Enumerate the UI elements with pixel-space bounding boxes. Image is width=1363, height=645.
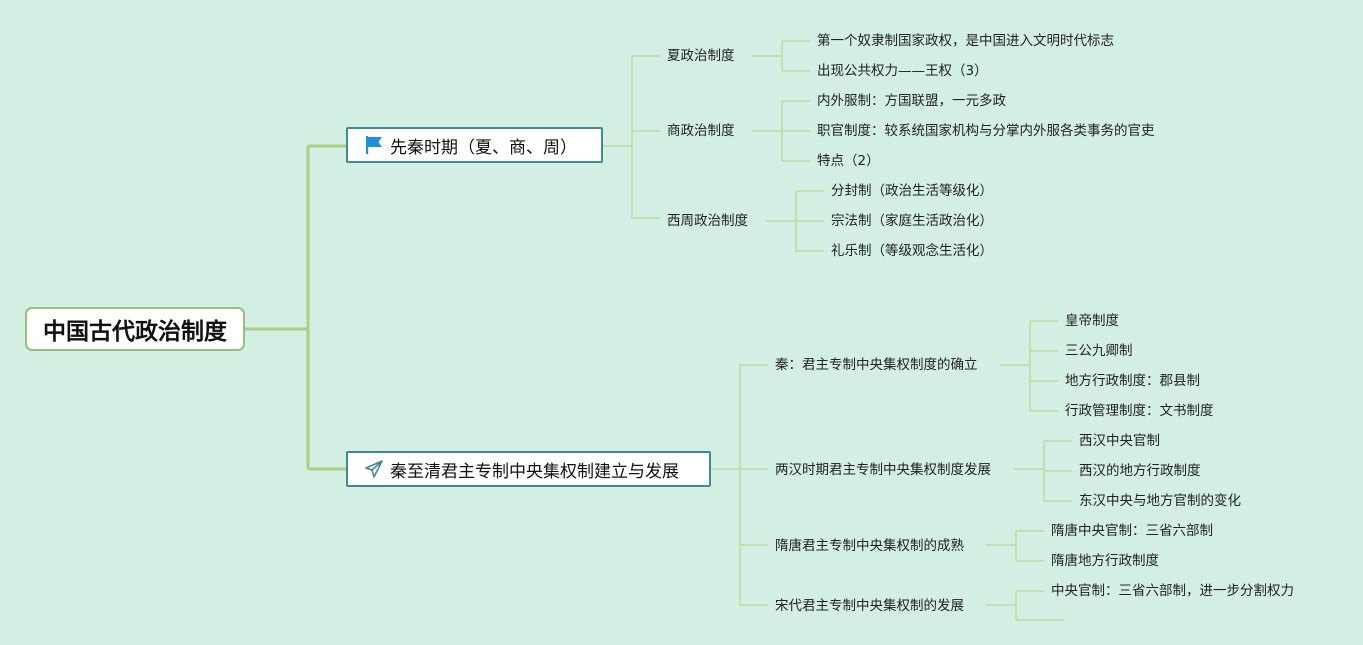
paper-plane-icon <box>365 460 383 478</box>
root-topic-label: 中国古代政治制度 <box>43 319 227 345</box>
leaf-shang-1[interactable]: 内外服制：方国联盟，一元多政 <box>817 93 1006 109</box>
topic-qinqing[interactable]: 秦至清君主专制中央集权制建立与发展 <box>346 451 711 487</box>
topic-xianqin-label: 先秦时期（夏、商、周） <box>390 137 577 158</box>
leaf-xizhou-3[interactable]: 礼乐制（等级观念生活化） <box>831 243 993 259</box>
leaf-lianghan-1[interactable]: 西汉中央官制 <box>1079 433 1160 449</box>
leaf-qin-4[interactable]: 行政管理制度：文书制度 <box>1065 403 1214 419</box>
leaf-suitang-1[interactable]: 隋唐中央官制：三省六部制 <box>1051 523 1213 539</box>
leaf-qin-3[interactable]: 地方行政制度：郡县制 <box>1065 373 1200 389</box>
subtopic-suitang[interactable]: 隋唐君主专制中央集权制的成熟 <box>775 538 964 554</box>
subtopic-xizhou[interactable]: 西周政治制度 <box>667 213 748 229</box>
leaf-qin-2[interactable]: 三公九卿制 <box>1065 343 1133 359</box>
subtopic-shang[interactable]: 商政治制度 <box>667 123 735 139</box>
subtopic-xia[interactable]: 夏政治制度 <box>667 48 735 64</box>
leaf-lianghan-2[interactable]: 西汉的地方行政制度 <box>1079 463 1201 479</box>
subtopic-qin[interactable]: 秦：君主专制中央集权制度的确立 <box>775 357 978 373</box>
leaf-xia-1[interactable]: 第一个奴隶制国家政权，是中国进入文明时代标志 <box>817 33 1114 49</box>
leaf-song-1[interactable]: 中央官制：三省六部制，进一步分割权力 <box>1051 583 1294 599</box>
leaf-xia-2[interactable]: 出现公共权力——王权（3） <box>817 63 988 79</box>
subtopic-lianghan[interactable]: 两汉时期君主专制中央集权制度发展 <box>775 462 991 478</box>
leaf-lianghan-3[interactable]: 东汉中央与地方官制的变化 <box>1079 493 1241 509</box>
leaf-xizhou-1[interactable]: 分封制（政治生活等级化） <box>831 183 993 199</box>
leaf-xizhou-2[interactable]: 宗法制（家庭生活政治化） <box>831 213 993 229</box>
subtopic-song[interactable]: 宋代君主专制中央集权制的发展 <box>775 598 964 614</box>
topic-qinqing-label: 秦至清君主专制中央集权制建立与发展 <box>390 461 679 482</box>
leaf-suitang-2[interactable]: 隋唐地方行政制度 <box>1051 553 1159 569</box>
leaf-shang-2[interactable]: 职官制度：较系统国家机构与分掌内外服各类事务的官吏 <box>817 123 1155 139</box>
leaf-qin-1[interactable]: 皇帝制度 <box>1065 313 1119 329</box>
topic-xianqin[interactable]: 先秦时期（夏、商、周） <box>346 127 603 163</box>
flag-icon <box>366 136 382 154</box>
leaf-shang-3[interactable]: 特点（2） <box>817 153 880 169</box>
root-topic[interactable]: 中国古代政治制度 <box>25 307 245 351</box>
